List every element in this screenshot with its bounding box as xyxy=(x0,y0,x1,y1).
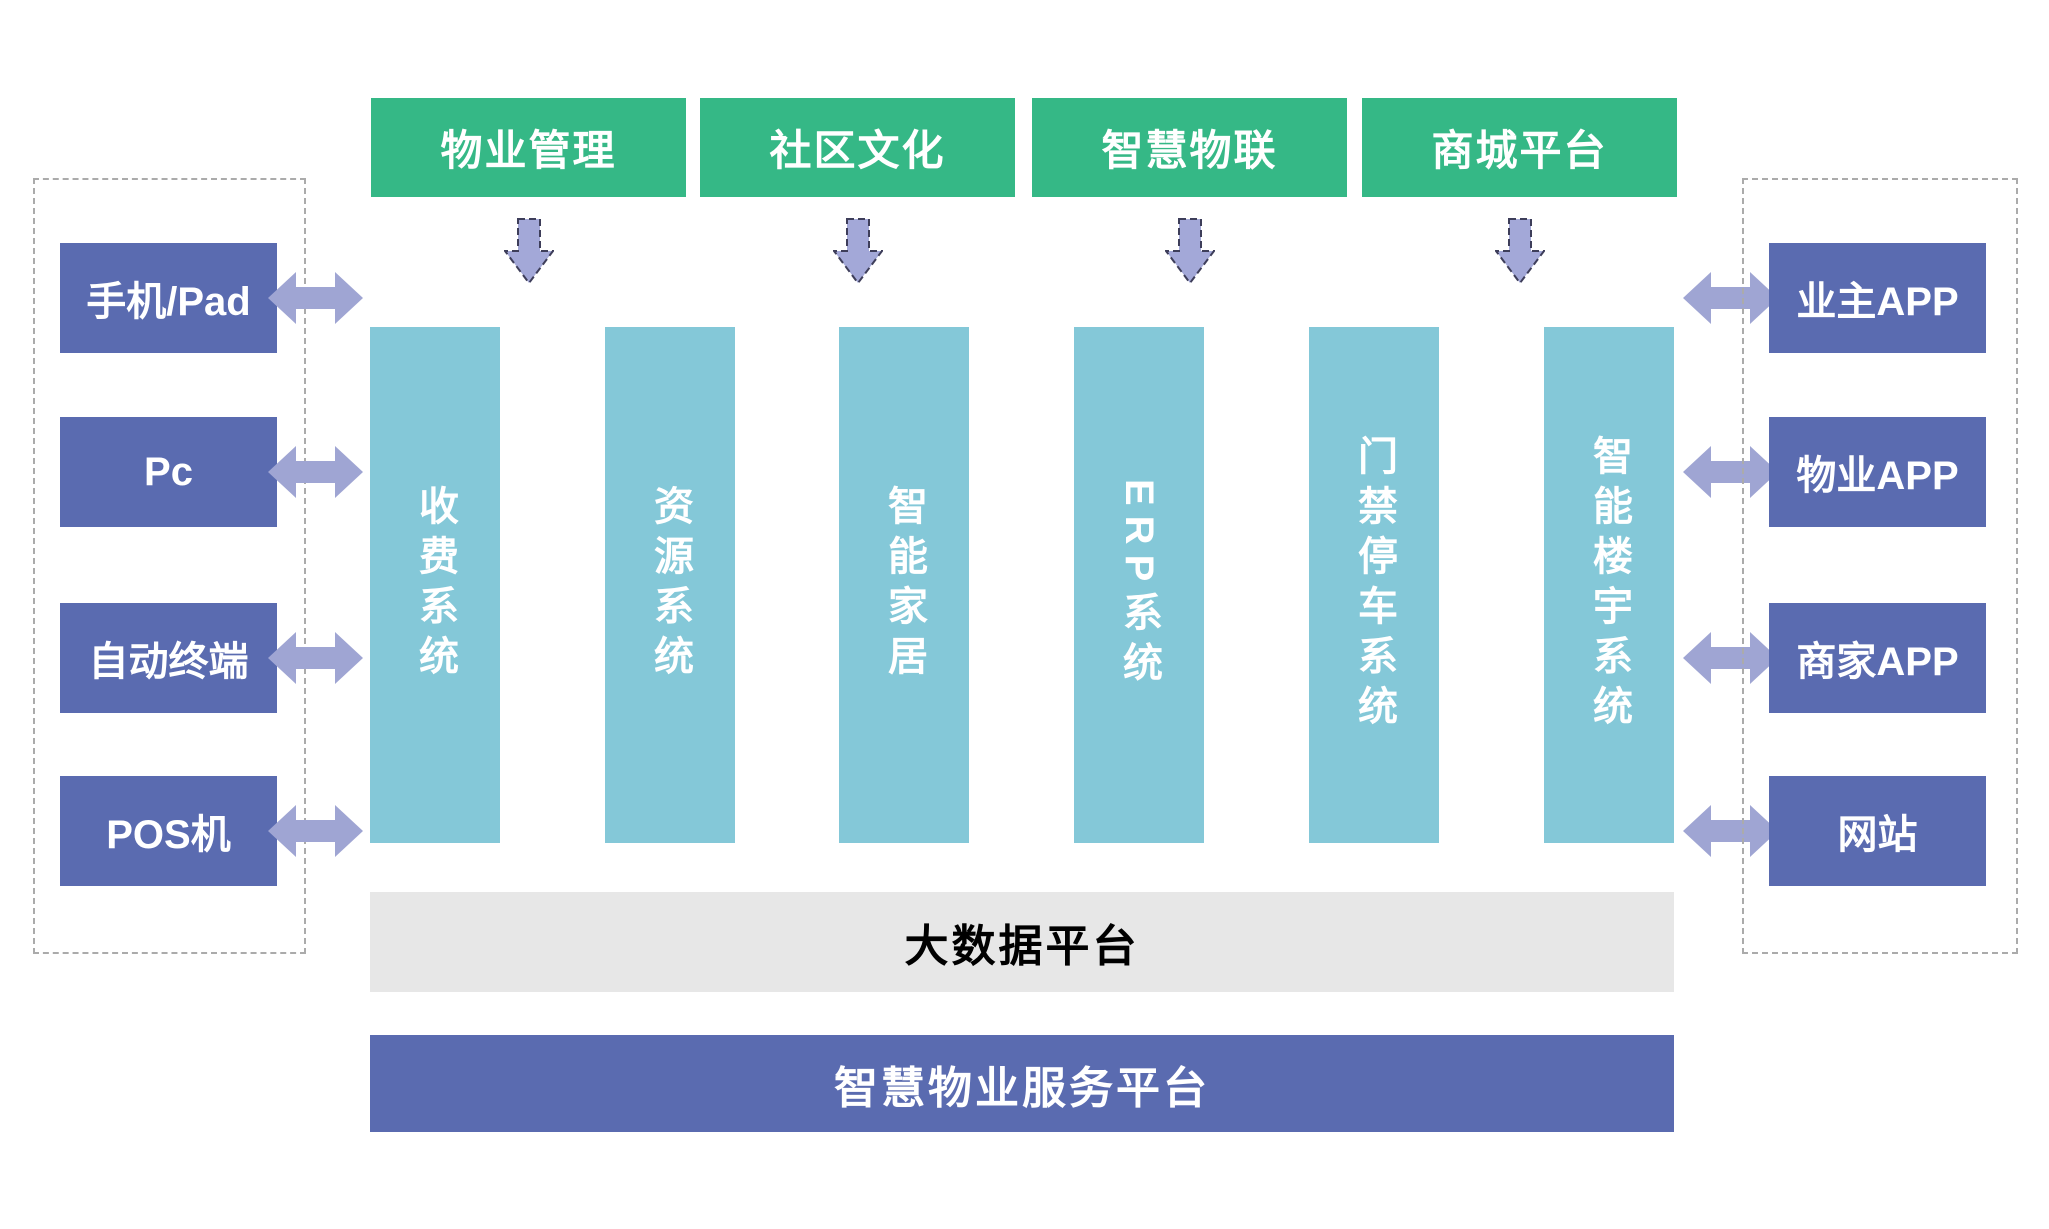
left-devices-container xyxy=(33,178,306,954)
app-box-owner-app: 业主APP xyxy=(1769,243,1986,353)
module-box-community-culture: 社区文化 xyxy=(700,98,1015,197)
right-apps-container xyxy=(1742,178,2018,954)
system-column-label: 收费系统 xyxy=(413,485,457,685)
smart-property-service-platform-bar: 智慧物业服务平台 xyxy=(370,1035,1674,1132)
double-arrow-icon xyxy=(1683,632,1778,684)
device-box-pos: POS机 xyxy=(60,776,277,886)
double-arrow-icon xyxy=(268,272,363,324)
app-box-property-app: 物业APP xyxy=(1769,417,1986,527)
app-box-website: 网站 xyxy=(1769,776,1986,886)
system-column-label: 智能家居 xyxy=(882,485,926,685)
system-column-label: 智能楼宇系统 xyxy=(1587,435,1631,735)
device-box-auto-terminal: 自动终端 xyxy=(60,603,277,713)
down-arrow-icon xyxy=(504,218,554,284)
double-arrow-icon xyxy=(1683,805,1778,857)
double-arrow-icon xyxy=(268,446,363,498)
double-arrow-icon xyxy=(268,632,363,684)
app-box-merchant-app: 商家APP xyxy=(1769,603,1986,713)
device-box-pc: Pc xyxy=(60,417,277,527)
system-column-smart-building: 智能楼宇系统 xyxy=(1544,327,1674,843)
device-box-mobile-pad: 手机/Pad xyxy=(60,243,277,353)
big-data-platform-bar: 大数据平台 xyxy=(370,892,1674,992)
system-column-resource: 资源系统 xyxy=(605,327,735,843)
system-column-charging: 收费系统 xyxy=(370,327,500,843)
system-column-label: 门禁停车系统 xyxy=(1352,435,1396,735)
system-column-access-parking: 门禁停车系统 xyxy=(1309,327,1439,843)
system-column-label: ERP系统 xyxy=(1117,478,1161,692)
double-arrow-icon xyxy=(268,805,363,857)
double-arrow-icon xyxy=(1683,446,1778,498)
system-column-label: 资源系统 xyxy=(648,485,692,685)
module-box-property-management: 物业管理 xyxy=(371,98,686,197)
double-arrow-icon xyxy=(1683,272,1778,324)
down-arrow-icon xyxy=(1165,218,1215,284)
system-column-smart-home: 智能家居 xyxy=(839,327,969,843)
module-box-smart-iot: 智慧物联 xyxy=(1032,98,1347,197)
module-box-mall-platform: 商城平台 xyxy=(1362,98,1677,197)
down-arrow-icon xyxy=(833,218,883,284)
down-arrow-icon xyxy=(1495,218,1545,284)
system-column-erp: ERP系统 xyxy=(1074,327,1204,843)
